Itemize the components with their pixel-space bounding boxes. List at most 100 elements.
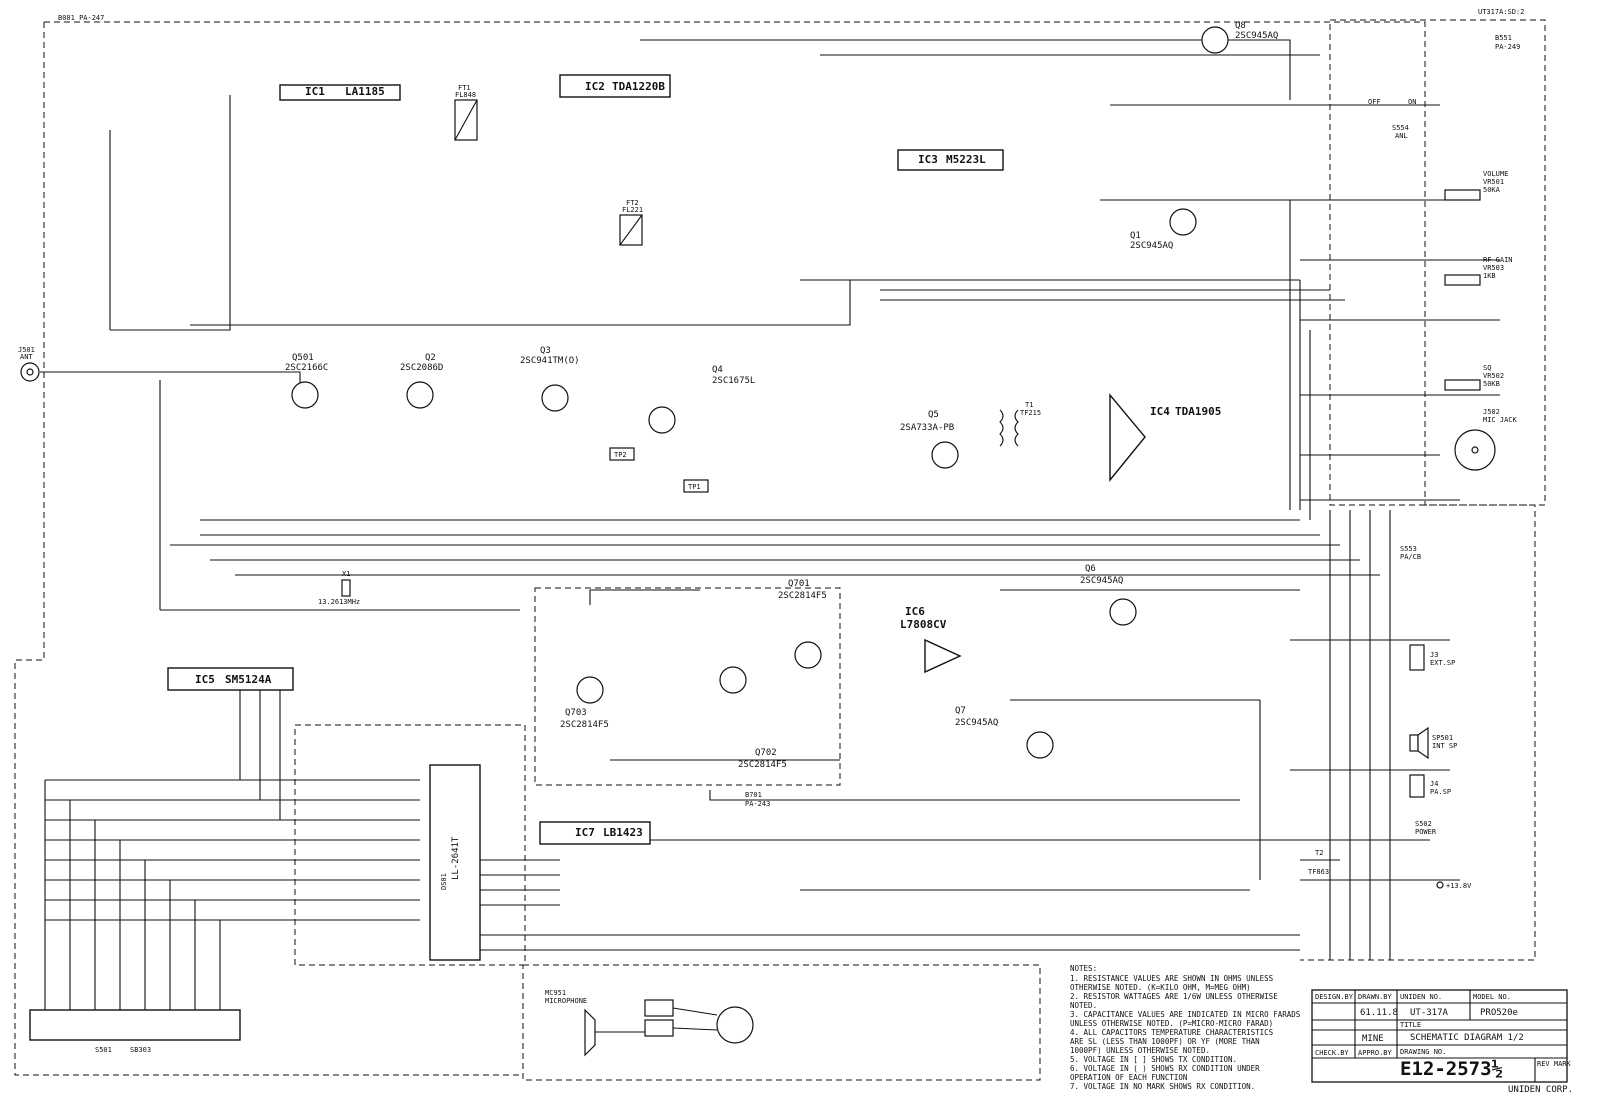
- xtal-freq: 13.2613MHz: [318, 598, 360, 606]
- b551-pa: PA-249: [1495, 43, 1520, 51]
- tp2-label: TP2: [614, 451, 627, 459]
- mic-label: MICROPHONE: [545, 997, 587, 1005]
- display-module: LL-2641T DS01: [429, 764, 481, 961]
- tb-check-label: CHECK.BY: [1315, 1049, 1350, 1057]
- pasp-ref: J4: [1430, 780, 1438, 788]
- supply-terminal: +13.8V: [1436, 881, 1472, 890]
- intsp-label: INT SP: [1432, 742, 1457, 750]
- extsp-ref: J3: [1430, 651, 1438, 659]
- pasp-label: PA.SP: [1430, 788, 1451, 796]
- sq-val: 50KB: [1483, 380, 1500, 388]
- volume-control: VOLUME VR501 50KA: [1444, 170, 1508, 201]
- sq-control: SQ VR502 50KB: [1444, 364, 1504, 391]
- volume-ref: VR501: [1483, 178, 1504, 186]
- tb-drawn-label: DRAWN.BY: [1358, 993, 1393, 1001]
- tp1-label: TP1: [688, 483, 701, 491]
- q8-id: Q8: [1235, 21, 1246, 31]
- rf-gain-control: RF GAIN VR503 1KB: [1444, 256, 1513, 286]
- q703-part: 2SC2814F5: [560, 720, 609, 730]
- power-switch: S502 POWER: [1415, 820, 1437, 836]
- s501-ref: S501: [95, 1046, 112, 1054]
- display-ref: DS01: [440, 873, 448, 890]
- tb-uniden-no: UT-317A: [1410, 1008, 1449, 1018]
- pacb-ref: S553: [1400, 545, 1417, 553]
- xtal-ref: X1: [342, 570, 350, 578]
- ic6: IC6 L7808CV: [900, 605, 962, 674]
- ic3-part: M5223L: [946, 153, 986, 166]
- note-2b: NOTED.: [1070, 1001, 1097, 1010]
- ic1-part: LA1185: [345, 85, 385, 98]
- ic7-body: [539, 821, 651, 845]
- antenna-jack: J501 ANT: [18, 346, 40, 382]
- pa-cb-switch: S553 PA/CB: [1400, 545, 1421, 561]
- ic2-body: [559, 74, 671, 98]
- t2-part: TF863: [1308, 868, 1329, 876]
- sq-ref: VR502: [1483, 372, 1504, 380]
- q702-id: Q702: [755, 748, 777, 758]
- q6-id: Q6: [1085, 564, 1096, 574]
- transistor-q3: Q3 2SC941TM(O): [520, 346, 580, 412]
- note-6: 6. VOLTAGE IN ( ) SHOWS RX CONDITION UND…: [1070, 1064, 1260, 1073]
- tb-appro-label: APPRO.BY: [1358, 1049, 1393, 1057]
- micjack-ref: J502: [1483, 408, 1500, 416]
- wiring: [40, 39, 1500, 1010]
- tb-company: UNIDEN CORP.: [1508, 1085, 1573, 1095]
- q501-part: 2SC2166C: [285, 363, 328, 373]
- ic6-part: L7808CV: [900, 618, 947, 631]
- q3-id: Q3: [540, 346, 551, 356]
- q8-part: 2SC945AQ: [1235, 31, 1278, 41]
- note-4c: 1000PF) UNLESS OTHERWISE NOTED.: [1070, 1046, 1210, 1055]
- t1-part: TF215: [1020, 409, 1041, 417]
- filter-ft1: FT1 FL848: [454, 84, 478, 141]
- q702-part: 2SC2814F5: [738, 760, 787, 770]
- anl-ref: S554: [1392, 124, 1409, 132]
- power-label: POWER: [1415, 828, 1437, 836]
- ic5: IC5 SM5124A: [167, 667, 294, 691]
- note-3b: UNLESS OTHERWISE NOTED. (P=MICRO-MICRO F…: [1070, 1019, 1273, 1028]
- transistor-q7: Q7 2SC945AQ: [955, 706, 1054, 759]
- transistor-q6: Q6 2SC945AQ: [1080, 564, 1137, 626]
- note-4b: ARE SL (LESS THAN 1000PF) OR YF (MORE TH…: [1070, 1037, 1260, 1046]
- q3-part: 2SC941TM(O): [520, 356, 580, 366]
- ic4-body: [1109, 393, 1146, 482]
- q2-id: Q2: [425, 353, 436, 363]
- q1-id: Q1: [1130, 231, 1141, 241]
- display-body: [429, 764, 481, 961]
- mic-jack: J502 MIC JACK: [1454, 408, 1518, 471]
- t1-ref: T1: [1025, 401, 1033, 409]
- transistor-q703: Q703 2SC2814F5: [560, 676, 609, 730]
- q701-id: Q701: [788, 579, 810, 589]
- q4-id: Q4: [712, 365, 723, 375]
- int-speaker: SP501 INT SP: [1409, 726, 1457, 760]
- display-board-border: [294, 724, 526, 966]
- q5-id: Q5: [928, 410, 939, 420]
- note-1b: OTHERWISE NOTED. (K=KILO OHM, M=MEG OHM): [1070, 983, 1251, 992]
- ic3: IC3 M5223L: [897, 149, 1004, 171]
- note-1: 1. RESISTANCE VALUES ARE SHOWN IN OHMS U…: [1070, 974, 1274, 983]
- microphone: MC951 MICROPHONE: [545, 989, 754, 1057]
- ic3-id: IC3: [918, 153, 938, 166]
- note-7: 7. VOLTAGE IN NO MARK SHOWS RX CONDITION…: [1070, 1082, 1255, 1091]
- transistor-q4: Q4 2SC1675L: [648, 365, 755, 434]
- volume-val: 50KA: [1483, 186, 1501, 194]
- transistor-q701: Q701 2SC2814F5: [778, 579, 827, 669]
- display-part: LL-2641T: [451, 836, 461, 880]
- tb-model-no: PRO520e: [1480, 1008, 1518, 1018]
- transistor-q1: Q1 2SC945AQ: [1130, 208, 1197, 251]
- transistor-q2: Q2 2SC2086D: [400, 353, 443, 409]
- pa-sp-jack: J4 PA.SP: [1409, 774, 1451, 798]
- ft2-ref: FT2: [626, 199, 639, 207]
- tb-title: SCHEMATIC DIAGRAM 1/2: [1410, 1033, 1524, 1043]
- anl-switch: OFF ON S554 ANL: [1368, 98, 1416, 140]
- transistor-q702: Q702 2SC2814F5: [719, 666, 787, 770]
- q1-part: 2SC945AQ: [1130, 241, 1173, 251]
- notes-title: NOTES:: [1070, 964, 1097, 973]
- ic7-part: LB1423: [603, 826, 643, 839]
- ic5-part: SM5124A: [225, 673, 272, 686]
- sq-label: SQ: [1483, 364, 1491, 372]
- tp1-box: [683, 479, 709, 493]
- tp2-box: [609, 447, 635, 461]
- micjack-label: MIC JACK: [1483, 416, 1518, 424]
- ext-sp-jack: J3 EXT.SP: [1409, 644, 1455, 671]
